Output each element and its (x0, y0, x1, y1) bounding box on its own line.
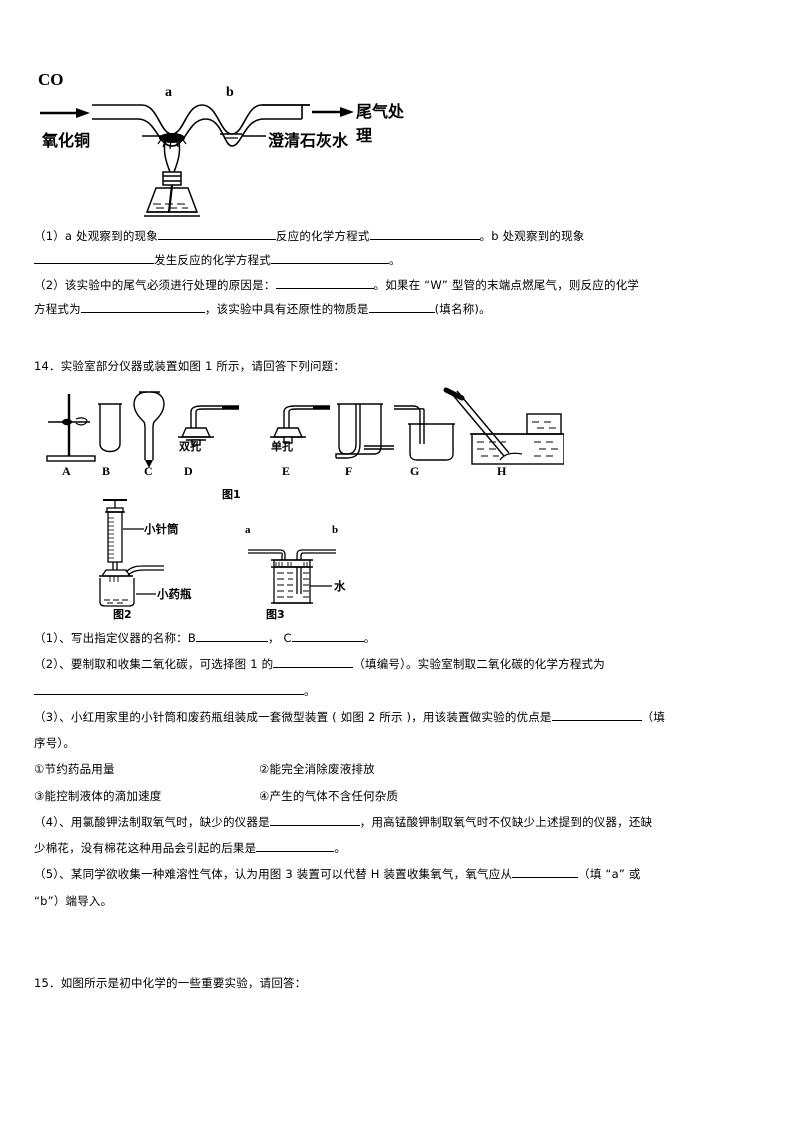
q14-item3-line1: （3）、小红用家里的小针筒和废药瓶组装成一套微型装置 ( 如图 2 所示 )，用… (34, 709, 764, 726)
figure-3-gas-collection: a b 水 (240, 524, 380, 608)
question-14-heading: 14．实验室部分仪器或装置如图 1 所示，请回答下列问题： (34, 359, 346, 373)
apparatus-label-f: F (345, 464, 353, 478)
figure-1-caption: 图1 (222, 488, 241, 501)
q13-item1-part2: 反应的化学方程式 (275, 229, 370, 243)
port-b-label: b (332, 524, 339, 536)
q14-item3-part2: （填 (641, 709, 666, 724)
figure-2-drawing (99, 499, 164, 607)
q14-options-row-1: ①节约药品用量 ②能完全消除废液排放 (34, 761, 764, 778)
apparatus-label-e: E (282, 464, 291, 478)
q14-item2-part1: （2）、要制取和收集二氧化碳，可选择图 1 的 (34, 657, 274, 672)
apparatus-label-a: A (62, 464, 71, 478)
q14-item5-line2: “b”）端导入。 (34, 893, 764, 910)
answer-blank[interactable] (269, 814, 360, 826)
figure-1-drawing (46, 387, 566, 468)
q14-item5-part2: （填 “a” 或 (578, 867, 641, 882)
syringe-label: 小针筒 (144, 522, 179, 536)
apparatus-label-b: B (102, 464, 111, 478)
figure-2-caption: 图2 (113, 608, 132, 621)
answer-blank[interactable] (271, 253, 389, 265)
apparatus-label-d: D (184, 464, 193, 478)
answer-blank[interactable] (368, 301, 435, 313)
answer-blank[interactable] (34, 253, 154, 265)
q14-item4-part4: 。 (334, 841, 347, 855)
answer-blank[interactable] (256, 841, 335, 852)
q14-item5-part3: “b”）端导入。 (34, 893, 113, 908)
answer-blank[interactable] (273, 657, 354, 669)
q14-item4-part3: 少棉花，没有棉花这种用品会引起的后果是 (34, 841, 257, 855)
q14-item1-part2: ， C (267, 631, 292, 645)
q13-item1-part4: 发生反应的化学方程式 (154, 253, 271, 268)
apparatus-label-h: H (497, 464, 507, 478)
q14-item4-part1: （4）、用氯酸钾法制取氧气时，缺少的仪器是 (34, 814, 270, 829)
question-15-heading: 15．如图所示是初中化学的一些重要实验，请回答： (34, 976, 307, 990)
q14-item3-part3: 序号）。 (34, 736, 76, 750)
answer-blank[interactable] (551, 709, 642, 721)
figure-3-drawing (248, 549, 336, 604)
co-inlet-label: CO (38, 70, 64, 89)
figure-2-micro-apparatus: 小针筒 小药瓶 (86, 498, 246, 608)
copper-oxide-label: 氧化铜 (42, 131, 91, 150)
co-figure-drawing (40, 104, 354, 217)
answer-blank[interactable] (291, 631, 364, 642)
q13-item1-line2: 发生反应的化学方程式 。 (34, 252, 764, 269)
answer-blank[interactable] (512, 867, 579, 879)
limewater-label: 澄清石灰水 (268, 131, 349, 150)
q14-item2-line1: （2）、要制取和收集二氧化碳，可选择图 1 的 （填编号）。实验室制取二氧化碳的化… (34, 656, 764, 673)
q13-item2-line2: 方程式为 ，该实验中具有还原性的物质是 (填名称)。 (34, 301, 764, 318)
figure-3-caption: 图3 (266, 608, 285, 621)
q14-item2-part2: （填编号）。实验室制取二氧化碳的化学方程式为 (353, 657, 605, 672)
answer-blank[interactable] (34, 683, 304, 695)
q14-item1-part3: 。 (363, 631, 376, 645)
point-a-label: a (165, 85, 172, 100)
q14-item3-part1: （3）、小红用家里的小针筒和废药瓶组装成一套微型装置 ( 如图 2 所示 )，用… (34, 709, 552, 724)
answer-blank[interactable] (275, 277, 374, 289)
answer-blank[interactable] (195, 631, 268, 642)
small-bottle-label: 小药瓶 (157, 587, 192, 601)
q13-item1-part3: 。b 处观察到的现象 (479, 229, 585, 243)
q14-item4-part2: ，用高锰酸钾制取氧气时不仅缺少上述提到的仪器，还缺 (359, 814, 653, 829)
q13-item2-part4: ，该实验中具有还原性的物质是 (204, 301, 369, 316)
q13-item1-part5: 。 (389, 253, 401, 268)
q14-option-4: ④产生的气体不含任何杂质 (259, 788, 399, 803)
figure-1-letter-row: A B C D E F G H (34, 464, 564, 482)
q14-option-3: ③能控制液体的滴加速度 (34, 788, 162, 803)
q13-item2-part5: (填名称)。 (434, 301, 491, 316)
q14-item2-part3: 。 (304, 683, 316, 698)
q14-item4-line1: （4）、用氯酸钾法制取氧气时，缺少的仪器是 ，用高锰酸钾制取氧气时不仅缺少上述提到… (34, 814, 764, 831)
q13-item2-part3: 方程式为 (34, 301, 81, 316)
answer-blank[interactable] (157, 229, 276, 240)
port-a-label: a (245, 524, 251, 536)
q13-item1-line1: （1）a 处观察到的现象 反应的化学方程式 。b 处观察到的现象 (34, 228, 764, 245)
question-13-body: （1）a 处观察到的现象 反应的化学方程式 。b 处观察到的现象 发生反应的化学方程… (34, 228, 764, 325)
q14-option-1: ①节约药品用量 (34, 762, 115, 777)
q14-item5-line1: （5）、某同学欲收集一种难溶性气体，认为用图 3 装置可以代替 H 装置收集氧气… (34, 866, 764, 883)
apparatus-label-g: G (410, 464, 420, 478)
answer-blank[interactable] (369, 229, 480, 240)
apparatus-d-sublabel: 双孔 (179, 440, 201, 453)
apparatus-e-sublabel: 单孔 (271, 440, 293, 453)
q14-item4-line2: 少棉花，没有棉花这种用品会引起的后果是 。 (34, 840, 764, 857)
q13-item2-line1: （2）该实验中的尾气必须进行处理的原因是： 。如果在 “W” 型管的末端点燃尾气，… (34, 277, 764, 294)
q14-item2-line2: 。 (34, 683, 764, 700)
apparatus-label-c: C (144, 464, 153, 478)
question-14-body: （1）、写出指定仪器的名称：B ， C 。 （2）、要制取和收集二氧化碳，可选择图 … (34, 630, 764, 919)
point-b-label: b (226, 85, 234, 100)
q14-item3-line2: 序号）。 (34, 735, 764, 752)
q13-item2-part1: （2）该实验中的尾气必须进行处理的原因是： (34, 277, 276, 292)
tail-gas-treatment-label: 尾气处理 (356, 102, 405, 145)
co-reduction-figure: CO a b 尾气处理 氧化铜 澄清石灰水 (34, 70, 414, 220)
figure-1-apparatus: 双孔 单孔 (34, 382, 566, 500)
q14-item1: （1）、写出指定仪器的名称：B ， C 。 (34, 630, 764, 647)
answer-blank[interactable] (80, 301, 205, 313)
q14-option-2: ②能完全消除废液排放 (259, 762, 375, 777)
q14-item1-part1: （1）、写出指定仪器的名称：B (34, 631, 196, 645)
q14-options-row-2: ③能控制液体的滴加速度 ④产生的气体不含任何杂质 (34, 788, 764, 805)
q13-item1-part1: （1）a 处观察到的现象 (34, 229, 158, 243)
q14-item5-part1: （5）、某同学欲收集一种难溶性气体，认为用图 3 装置可以代替 H 装置收集氧气… (34, 867, 513, 882)
water-label: 水 (334, 579, 346, 593)
q13-item2-part2: 。如果在 “W” 型管的末端点燃尾气，则反应的化学 (373, 277, 640, 292)
